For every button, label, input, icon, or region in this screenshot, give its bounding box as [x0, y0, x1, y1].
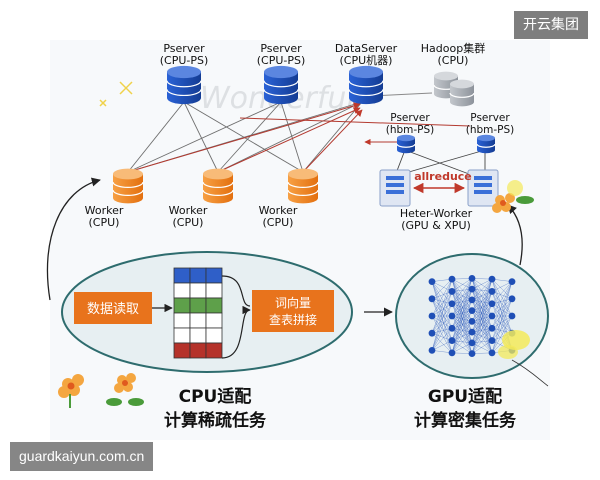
pserver-hbm-1	[396, 134, 416, 154]
pserver-hbm-2	[476, 134, 496, 154]
heter-worker-sub: (GPU & XPU)	[401, 219, 471, 232]
hbm-ps-2-sub: (hbm-PS)	[466, 124, 515, 136]
yellow-squiggle	[511, 359, 549, 387]
worker-1-sub: (CPU)	[89, 216, 120, 229]
table-arrows	[221, 275, 250, 359]
word-vector-line1: 词向量	[275, 295, 311, 310]
pserver-2-label: Pserver	[260, 42, 302, 55]
pserver-2-sub: (CPU-PS)	[257, 54, 306, 67]
embedding-table	[173, 267, 223, 359]
read-data-label: 数据读取	[87, 302, 139, 317]
worker-2	[202, 168, 234, 204]
worker-1	[112, 168, 144, 204]
red-links	[127, 92, 471, 173]
hbm-ps-2-label: Pserver	[470, 112, 510, 124]
gpu-caption-line1: GPU适配	[428, 387, 502, 407]
heter-worker-label: Heter-Worker	[400, 207, 473, 220]
gpu-caption-line2: 计算密集任务	[414, 410, 517, 431]
read-data-box	[74, 292, 152, 324]
worker-3	[287, 168, 319, 204]
hbm-ps-1-label: Pserver	[390, 112, 430, 124]
word-vector-line2: 查表拼接	[269, 312, 317, 327]
watermark-bottom-left: guardkaiyun.com.cn	[10, 442, 154, 471]
yellow-blob-2	[498, 345, 518, 359]
yellow-blob-1	[502, 330, 530, 350]
neural-network	[428, 274, 516, 358]
worker-1-label: Worker	[85, 204, 124, 217]
pserver-cpu-1	[166, 65, 202, 105]
sparkle-decoration	[99, 81, 133, 107]
pserver-1-sub: (CPU-PS)	[160, 54, 209, 67]
allreduce-label: allreduce	[414, 170, 472, 183]
pserver-1-label: Pserver	[163, 42, 205, 55]
gpu-ellipse	[395, 253, 549, 379]
left-curve-arrow	[46, 177, 101, 301]
dataserver-label: DataServer	[335, 42, 398, 55]
right-curve-arrow	[507, 204, 523, 266]
pserver-cpu-2	[263, 65, 299, 105]
worker-2-sub: (CPU)	[173, 216, 204, 229]
flower-decoration-right	[492, 180, 534, 213]
worker-3-sub: (CPU)	[263, 216, 294, 229]
hbm-ps-1-sub: (hbm-PS)	[386, 124, 435, 136]
hadoop-label: Hadoop集群	[421, 41, 485, 55]
cpu-caption-line2: 计算稀疏任务	[164, 410, 267, 431]
flower-decoration-left	[58, 373, 144, 408]
hadoop-cluster	[433, 71, 475, 107]
worker-3-label: Worker	[259, 204, 298, 217]
dataserver-sub: (CPU机器)	[340, 53, 393, 67]
word-vector-box	[252, 290, 334, 332]
heter-worker-cards	[379, 169, 499, 207]
watermark-top-right: 开云集团	[514, 11, 588, 39]
hadoop-sub: (CPU)	[438, 54, 469, 67]
worker-2-label: Worker	[169, 204, 208, 217]
cpu-caption-line1: CPU适配	[179, 387, 252, 407]
dataserver	[348, 65, 384, 105]
